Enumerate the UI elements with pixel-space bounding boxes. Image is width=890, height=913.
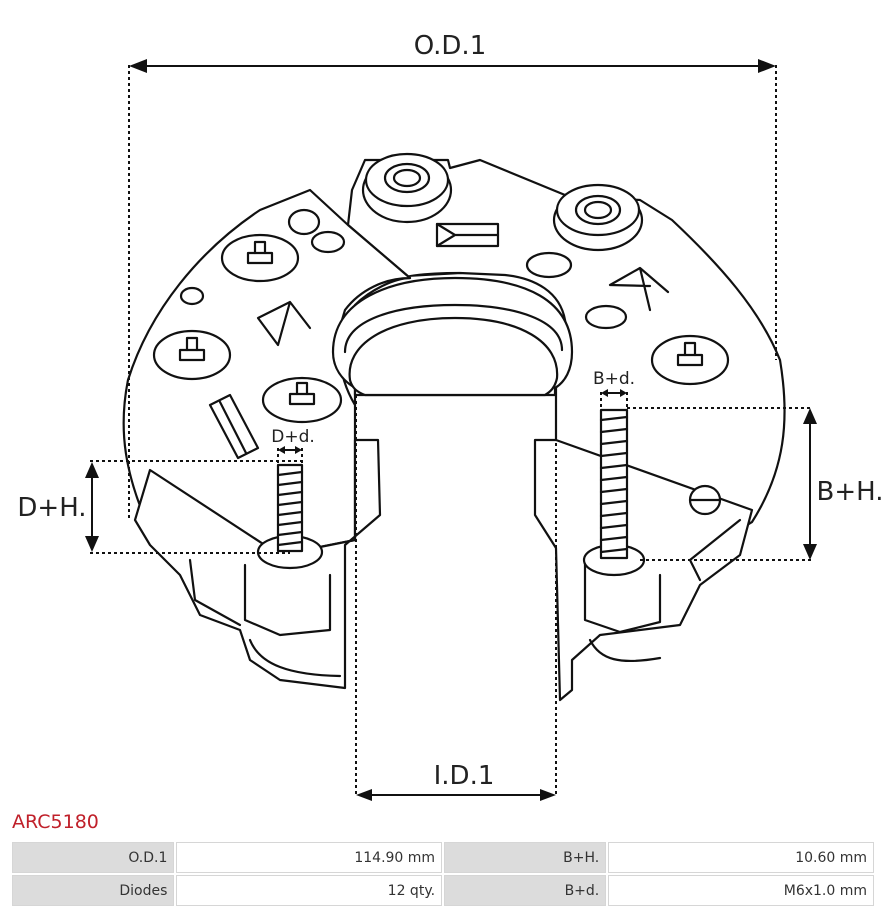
dimension-bh bbox=[627, 407, 817, 561]
marking-arrow-left bbox=[256, 300, 312, 347]
hole-4 bbox=[525, 251, 573, 279]
hole-1 bbox=[287, 208, 321, 236]
spec-key: B+H. bbox=[444, 842, 607, 873]
spec-key: Diodes bbox=[12, 875, 175, 906]
marking-arrow-right bbox=[608, 266, 670, 312]
spec-row: Diodes 12 qty. B+d. M6x1.0 mm bbox=[12, 875, 874, 906]
right-leg-edge-3 bbox=[588, 638, 662, 663]
right-leg-edge bbox=[583, 558, 662, 634]
hole-2 bbox=[310, 230, 346, 254]
spec-key: B+d. bbox=[444, 875, 607, 906]
left-leg-edge bbox=[188, 558, 242, 627]
dimension-id bbox=[355, 395, 557, 801]
left-leg-edge-3 bbox=[248, 638, 342, 678]
part-number: ARC5180 bbox=[12, 811, 99, 833]
slot-top bbox=[435, 222, 500, 248]
spec-row: O.D.1 114.90 mm B+H. 10.60 mm bbox=[12, 842, 874, 873]
left-leg-edge-2 bbox=[243, 563, 332, 637]
spec-table: O.D.1 114.90 mm B+H. 10.60 mm Diodes 12 … bbox=[10, 840, 876, 908]
label-bd: B+d. bbox=[593, 369, 635, 389]
spec-value: M6x1.0 mm bbox=[608, 875, 874, 906]
spec-key: O.D.1 bbox=[12, 842, 175, 873]
spec-value: 12 qty. bbox=[176, 875, 443, 906]
left-leg bbox=[133, 438, 382, 690]
bore-lip bbox=[343, 303, 564, 354]
hole-3 bbox=[179, 286, 205, 306]
dimension-dh bbox=[85, 460, 302, 554]
dimension-bd bbox=[600, 389, 628, 410]
dimension-od bbox=[128, 59, 777, 520]
bore-inner bbox=[348, 316, 559, 397]
spec-value: 114.90 mm bbox=[176, 842, 443, 873]
diode-pad-2 bbox=[152, 329, 232, 381]
label-dh: D+H. bbox=[17, 493, 86, 523]
hole-5 bbox=[584, 304, 628, 330]
terminal-post-top-left bbox=[361, 152, 453, 224]
label-dd: D+d. bbox=[271, 427, 315, 447]
diode-pad-1 bbox=[220, 233, 300, 283]
label-bh: B+H. bbox=[817, 477, 884, 507]
slot-left bbox=[208, 393, 260, 460]
label-id: I.D.1 bbox=[434, 761, 495, 791]
rectifier-drawing: O.D.1 I.D.1 D+H. D+d. B+H. bbox=[17, 31, 884, 801]
terminal-post-top-right bbox=[552, 183, 644, 252]
diode-pad-3 bbox=[261, 376, 343, 424]
spec-value: 10.60 mm bbox=[608, 842, 874, 873]
rectifier-left-body bbox=[122, 188, 412, 562]
label-od: O.D.1 bbox=[414, 31, 487, 61]
diode-pad-4 bbox=[650, 334, 730, 386]
dimension-dd bbox=[277, 446, 303, 465]
bolt-right bbox=[582, 408, 646, 577]
